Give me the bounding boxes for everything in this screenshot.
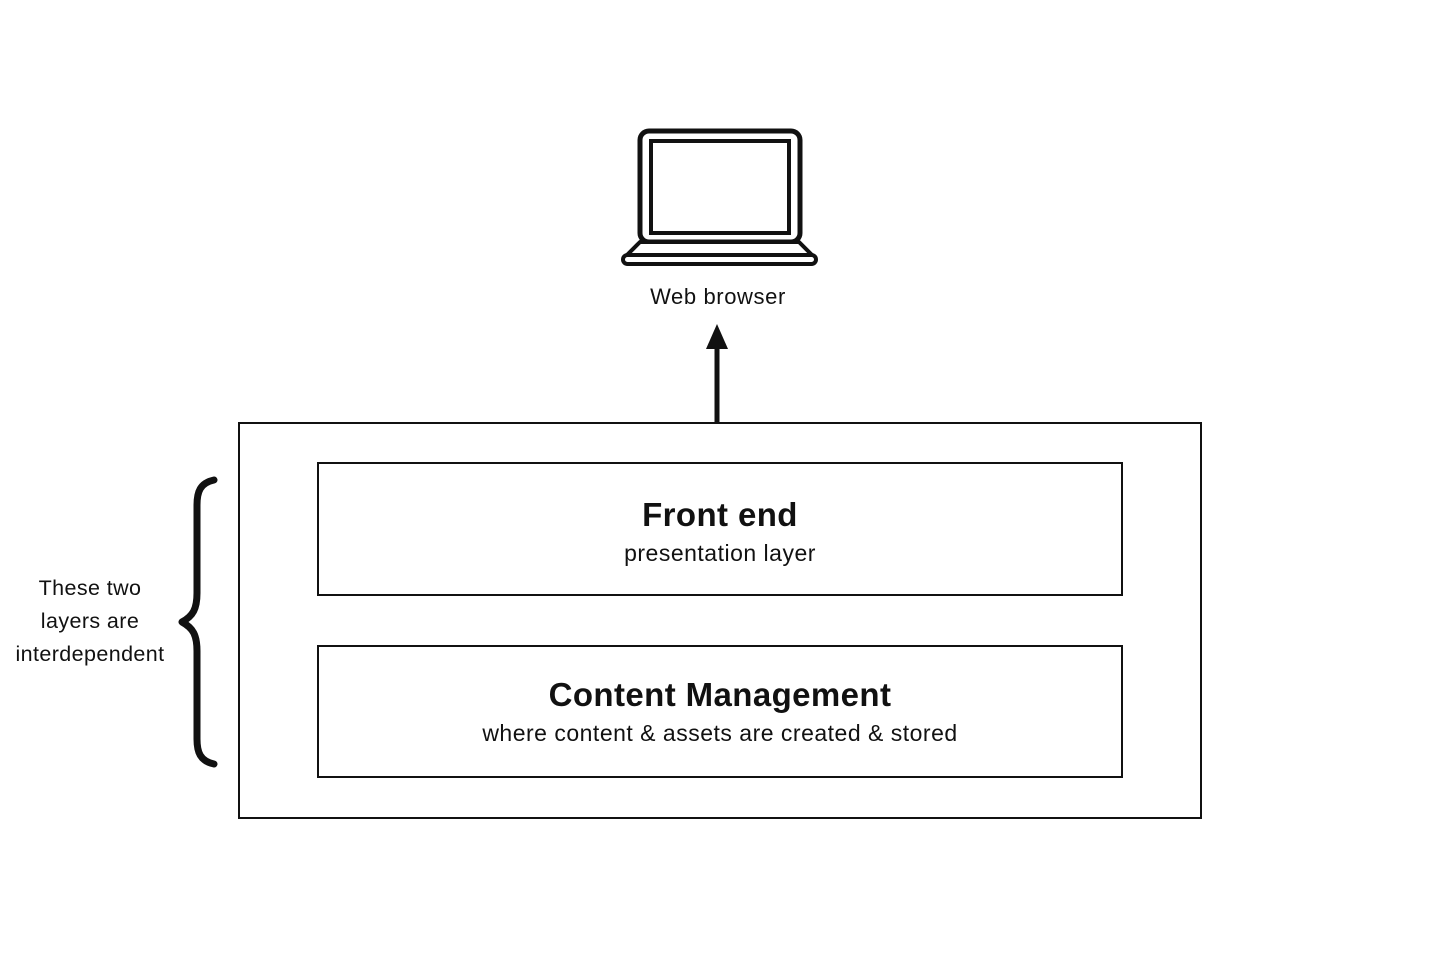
interdependence-note-line: interdependent: [15, 642, 165, 666]
arrow-up-icon: [701, 324, 733, 424]
laptop-icon: [621, 128, 818, 266]
interdependence-note-line: layers are: [40, 609, 140, 633]
web-browser-label: Web browser: [650, 284, 786, 309]
content-management-layer-title: Content Management: [548, 676, 892, 713]
frontend-layer-box: Front end presentation layer: [317, 462, 1123, 596]
content-management-layer-box: Content Management where content & asset…: [317, 645, 1123, 778]
interdependence-note: These two layers are interdependent: [0, 572, 180, 671]
frontend-layer-title: Front end: [642, 495, 798, 533]
curly-brace-icon: [174, 476, 220, 768]
interdependence-note-line: These two: [38, 576, 142, 600]
frontend-layer-subtitle: presentation layer: [624, 539, 816, 566]
content-management-layer-subtitle: where content & assets are created & sto…: [482, 720, 958, 746]
